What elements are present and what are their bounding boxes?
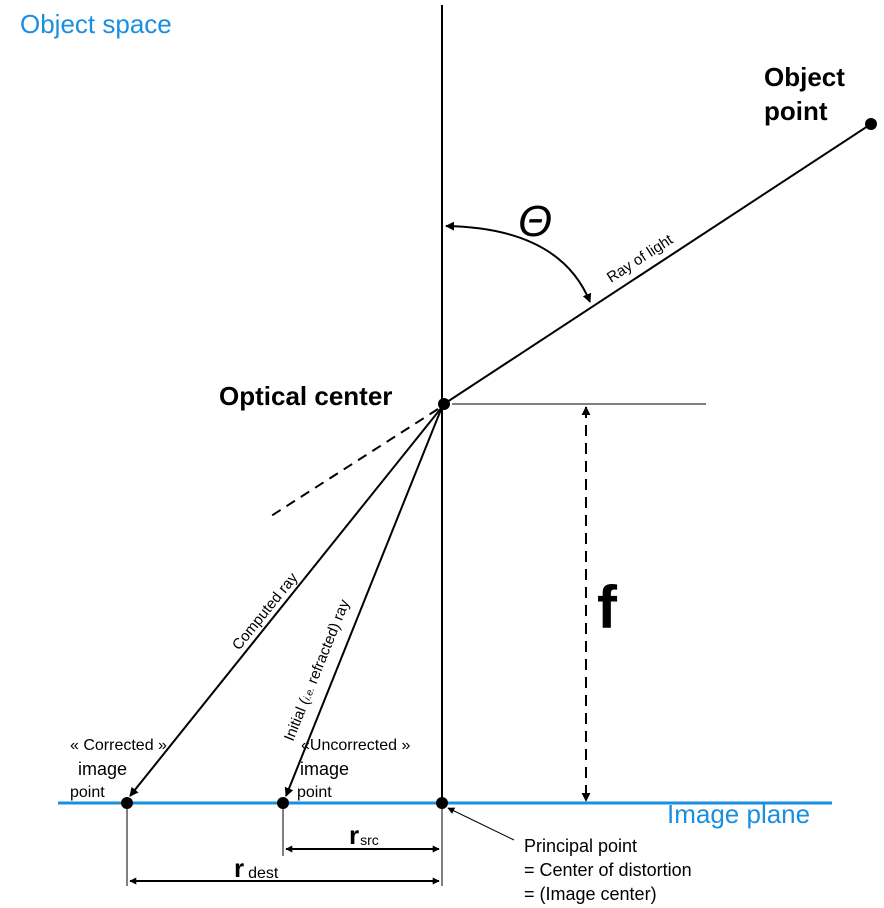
ray-extension-dashed (267, 408, 439, 519)
principal-pointer-line (447, 807, 515, 841)
corrected-point-label-2: image (78, 759, 127, 779)
uncorrected-point-label-3: point (297, 784, 332, 801)
optical-center-label: Optical center (219, 381, 392, 411)
object-point-label-2: point (764, 96, 828, 126)
uncorrected-point-label-2: image (300, 759, 349, 779)
ray-of-light-line (443, 123, 872, 405)
principal-point-dot (436, 797, 448, 809)
r-dest-sub: dest (248, 865, 279, 882)
principal-point-label-1: Principal point (524, 836, 637, 856)
r-dest-main: r (234, 853, 244, 883)
computed-ray-line (129, 406, 443, 797)
principal-point-label-2: = Center of distortion (524, 860, 692, 880)
computed-ray-label: Computed ray (229, 569, 302, 653)
corrected-point-label-3: point (70, 784, 105, 801)
focal-length-label: f (597, 574, 618, 641)
corrected-point-label-1: « Corrected » (70, 737, 167, 754)
principal-point-label-3: = (Image center) (524, 884, 657, 904)
object-space-title: Object space (20, 9, 172, 39)
corrected-point-dot (121, 797, 133, 809)
theta-symbol: Θ (518, 197, 552, 246)
uncorrected-point-dot (277, 797, 289, 809)
r-src-label: rsrc (349, 820, 379, 850)
initial-ray-label-ie: i.e. (302, 686, 317, 702)
theta-arc (445, 221, 592, 303)
initial-ray-line (284, 406, 443, 797)
initial-ray-label: Initial (i.e. refracted) ray (281, 597, 353, 744)
object-point-label: Object (764, 62, 845, 92)
uncorrected-point-label-1: «Uncorrected » (301, 737, 410, 754)
image-plane-label: Image plane (667, 799, 810, 829)
r-src-main: r (349, 820, 359, 850)
object-point-dot (865, 118, 877, 130)
initial-ray-label-b: refracted) ray (302, 597, 353, 690)
r-src-sub: src (360, 832, 379, 848)
